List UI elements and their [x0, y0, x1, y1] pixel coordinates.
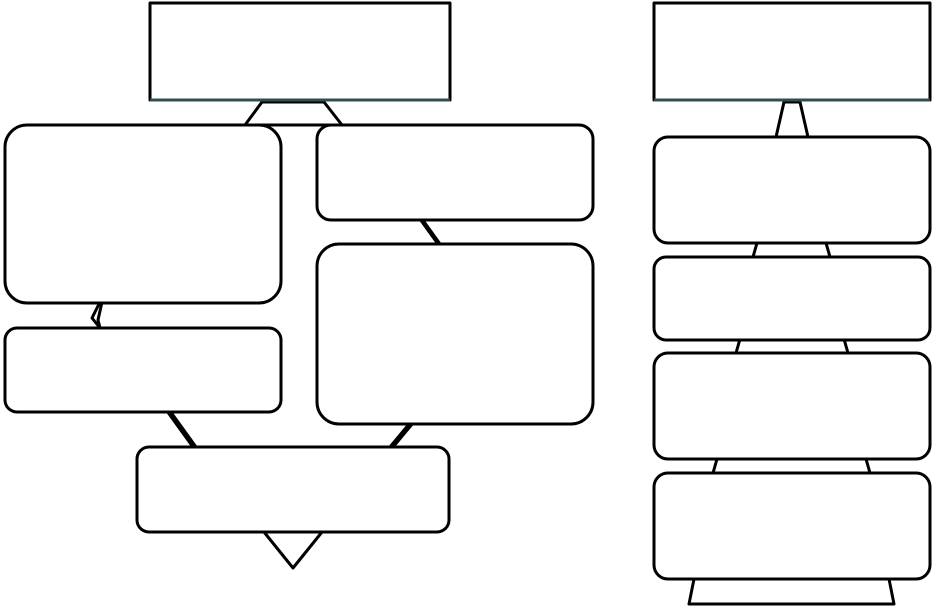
connector-box-c-to-bottom — [165, 409, 198, 449]
step-1-box — [652, 135, 932, 245]
step-3-box — [652, 351, 932, 461]
connector-box-a-to-box-c — [90, 300, 104, 330]
connector-box-d-to-bottom — [388, 421, 415, 449]
box-a — [3, 123, 283, 305]
box-bottom — [135, 445, 451, 534]
box-b — [315, 123, 595, 222]
connector-step-1-to-step-2 — [751, 241, 832, 259]
step-4-box — [652, 471, 932, 581]
right-flowchart — [652, 1, 932, 606]
connector-header-to-box-a — [243, 100, 344, 127]
box-c — [3, 326, 283, 414]
right-header-box — [652, 1, 932, 102]
left-flowchart — [3, 1, 595, 570]
connector-box-b-to-box-d — [418, 217, 442, 246]
left-header-box — [148, 1, 452, 102]
connector-bottom-arrow — [262, 530, 324, 570]
connector-step-3-to-step-4 — [711, 457, 872, 475]
connector-right-header-to-step-1 — [774, 100, 810, 139]
box-d — [315, 242, 595, 426]
step-2-box — [652, 255, 932, 342]
connector-step-4-base — [687, 577, 896, 606]
